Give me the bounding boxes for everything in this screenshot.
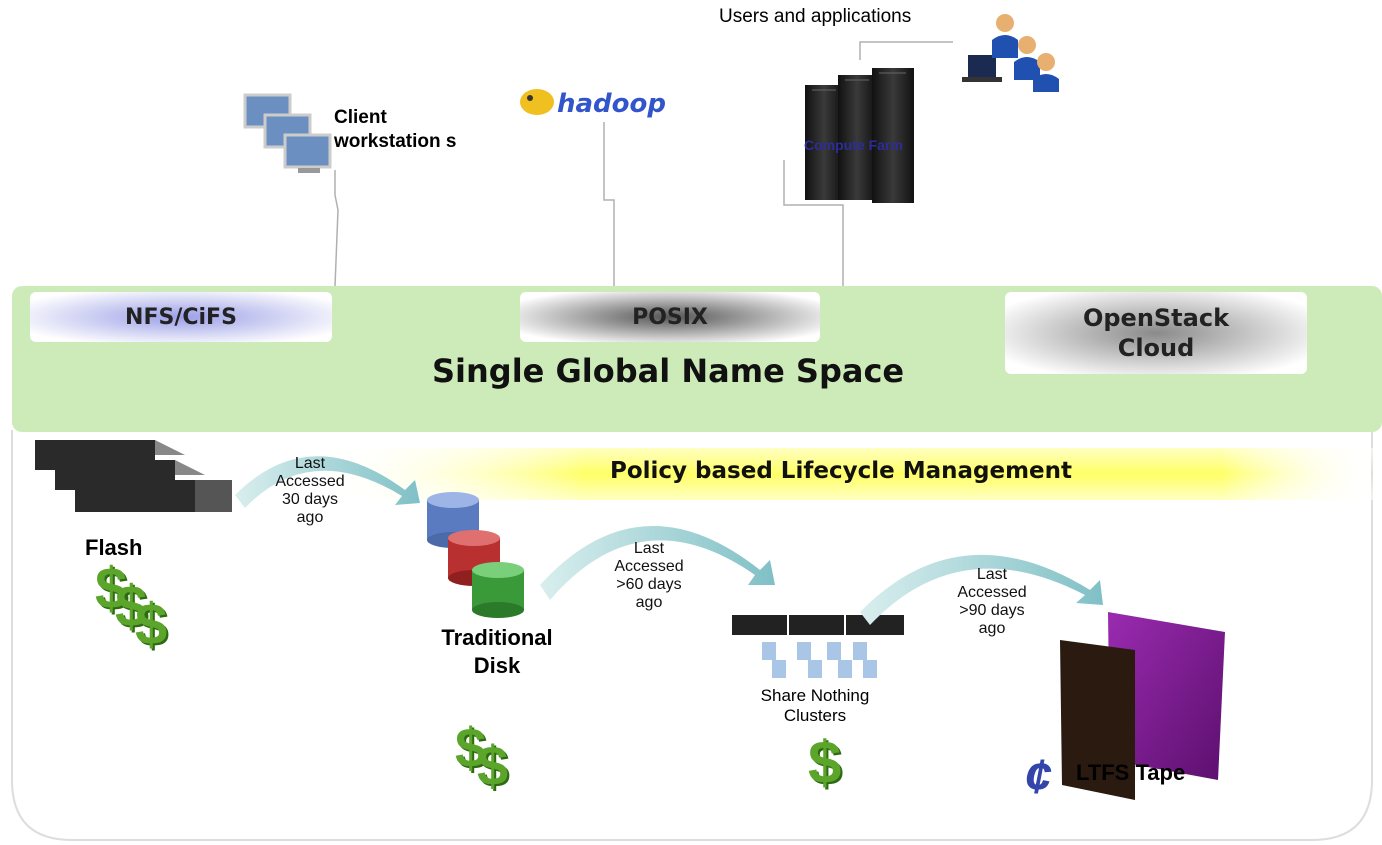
- users-label: Users and applications: [719, 6, 912, 27]
- compute-connector: [783, 160, 844, 286]
- compute-farm-label: Compute Farm: [804, 137, 903, 153]
- tier-disk-label: Traditional Disk: [441, 625, 553, 678]
- cent-icon: ¢: [1025, 751, 1052, 804]
- hadoop-logo-icon: [520, 89, 554, 115]
- workstations-icon: [243, 93, 332, 173]
- transition-label-30: Last Accessed 30 days ago: [275, 455, 345, 526]
- users-icon: [962, 14, 1059, 92]
- arrow-cluster-to-tape: [860, 554, 1103, 625]
- posix-box: POSIX: [632, 304, 708, 330]
- single-dollar-icon: $: [808, 729, 842, 796]
- openstack-cloud-box: OpenStack Cloud: [1082, 304, 1230, 362]
- tier-cluster-label: Share Nothing Clusters: [760, 686, 870, 725]
- flash-storage-icon: [35, 440, 232, 512]
- nfs-cifs-box: NFS/CiFS: [125, 304, 237, 330]
- triple-dollar-icon: $ $ $: [95, 556, 168, 657]
- hadoop-label: hadoop: [557, 89, 667, 119]
- client-workstations-label: Client workstation s: [334, 107, 457, 152]
- policy-title: Policy based Lifecycle Management: [610, 458, 1072, 484]
- namespace-title: Single Global Name Space: [432, 352, 905, 390]
- lifecycle-arrows: [235, 456, 1103, 625]
- double-dollar-icon: $ $: [455, 716, 509, 797]
- hadoop-connector: [603, 122, 615, 286]
- tier-flash-label: Flash: [85, 535, 143, 560]
- transition-label-60: Last Accessed >60 days ago: [614, 540, 684, 611]
- transition-label-90: Last Accessed >90 days ago: [957, 566, 1027, 637]
- arrow-flash-to-disk: [235, 456, 420, 508]
- ltfs-tape-icon: [1060, 612, 1225, 800]
- arrow-disk-to-cluster: [540, 525, 775, 600]
- storage-frame: [11, 430, 1373, 841]
- traditional-disk-icon: [427, 492, 524, 618]
- cluster-icon: [732, 615, 904, 678]
- users-connector: [859, 41, 953, 60]
- tier-tape-label: LTFS Tape: [1076, 760, 1186, 785]
- compute-farm-icon: [805, 68, 914, 203]
- client-connector: [334, 170, 339, 287]
